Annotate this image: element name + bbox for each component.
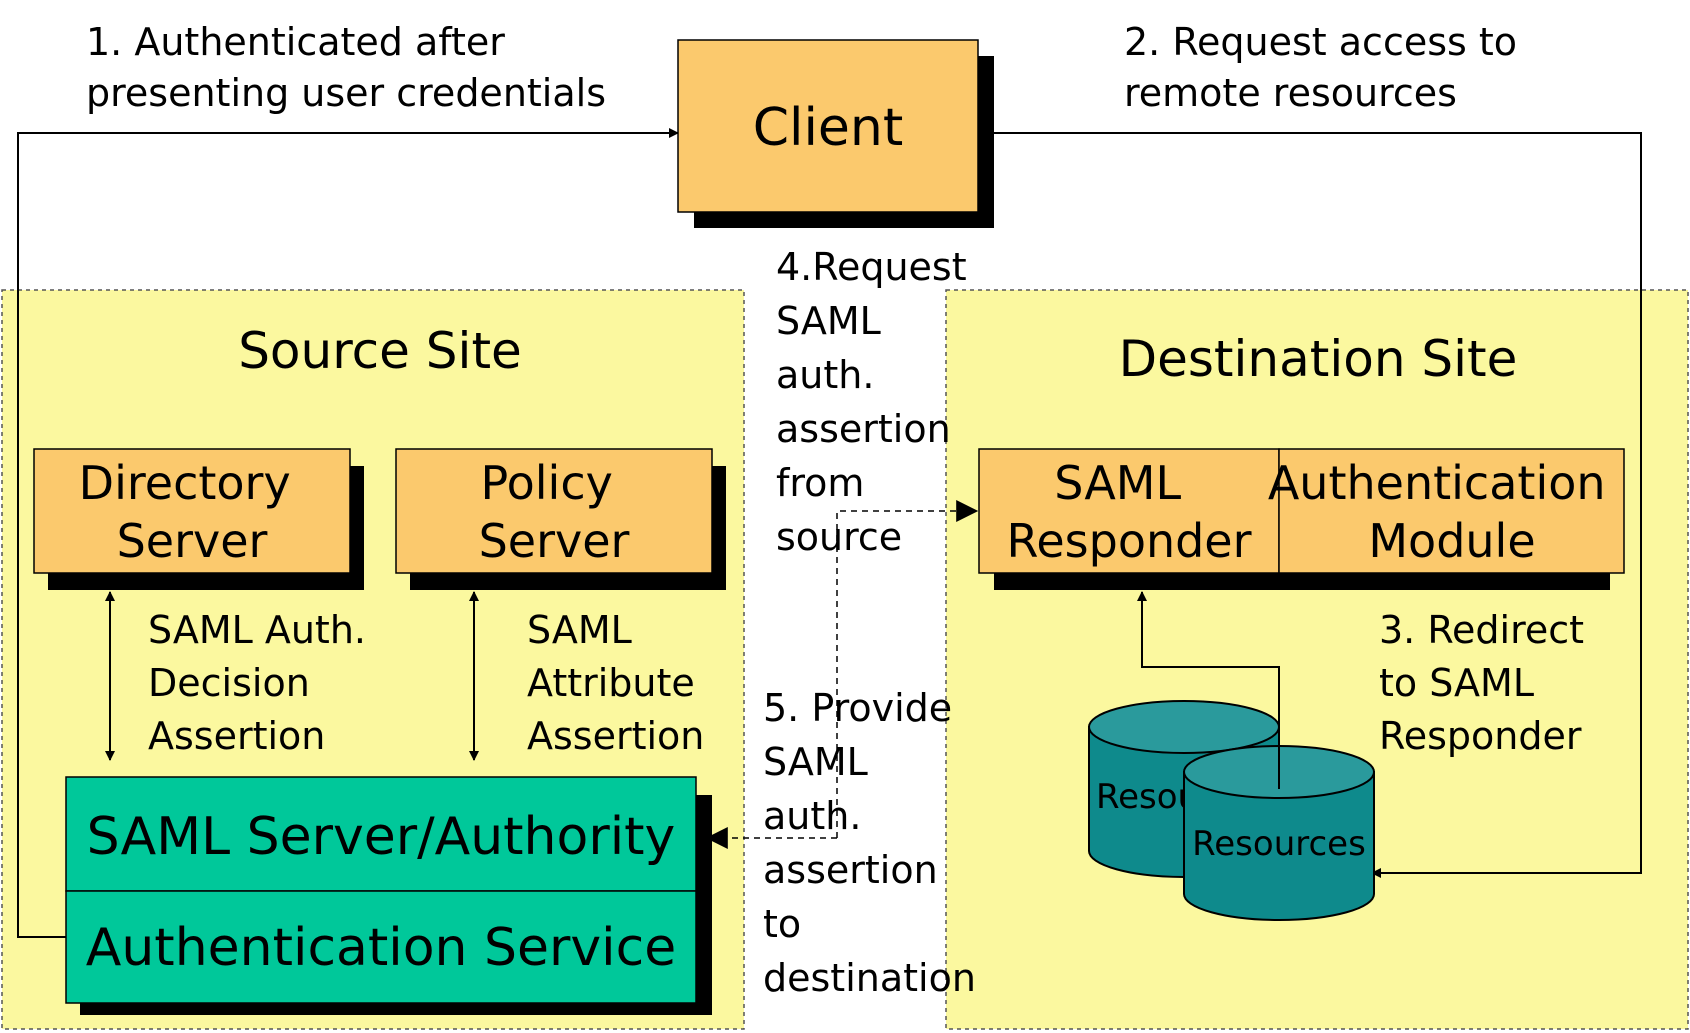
resources-back-label: Resources <box>1096 777 1270 817</box>
destination-site-title: Destination Site <box>1119 330 1518 388</box>
authentication-service-box <box>65 890 697 1004</box>
source-site-title: Source Site <box>238 322 522 380</box>
authentication-module-label: Authentication Module <box>1268 456 1620 568</box>
saml-responder-label: SAML Responder <box>1006 456 1251 568</box>
step1-connector <box>17 128 679 938</box>
resources-front-label: Resources <box>1192 824 1366 864</box>
resources-front-body <box>1183 771 1375 921</box>
step5-label: 5. Provide SAML auth. assertion to desti… <box>763 686 976 1000</box>
saml-server-authority-label: SAML Server/Authority <box>87 807 676 867</box>
resources-to-responder-connector <box>1137 591 1280 789</box>
resources-back-top <box>1088 700 1280 754</box>
step4-label: 4.Request SAML auth. assertion from sour… <box>776 245 979 559</box>
saml-server-authority-box <box>65 776 697 892</box>
authentication-module-box <box>1278 448 1625 574</box>
directory-server-box <box>33 448 351 574</box>
step2-connector <box>994 132 1642 878</box>
authentication-service-label: Authentication Service <box>86 918 676 978</box>
policy-server-label: Policy Server <box>479 456 630 568</box>
auth-decision-assertion-label: SAML Auth. Decision Assertion <box>148 608 378 758</box>
step1-label: 1. Authenticated after presenting user c… <box>86 20 606 115</box>
attribute-assertion-label: SAML Attribute Assertion <box>527 608 707 758</box>
policy-server-box <box>395 448 713 574</box>
step4-connector <box>836 500 979 838</box>
client-label: Client <box>753 98 904 158</box>
step2-label: 2. Request access to remote resources <box>1124 20 1529 115</box>
directory-server-label: Directory Server <box>79 456 306 568</box>
step3-label: 3. Redirect to SAML Responder <box>1379 608 1596 758</box>
saml-responder-box <box>978 448 1280 574</box>
client-box <box>677 39 979 213</box>
